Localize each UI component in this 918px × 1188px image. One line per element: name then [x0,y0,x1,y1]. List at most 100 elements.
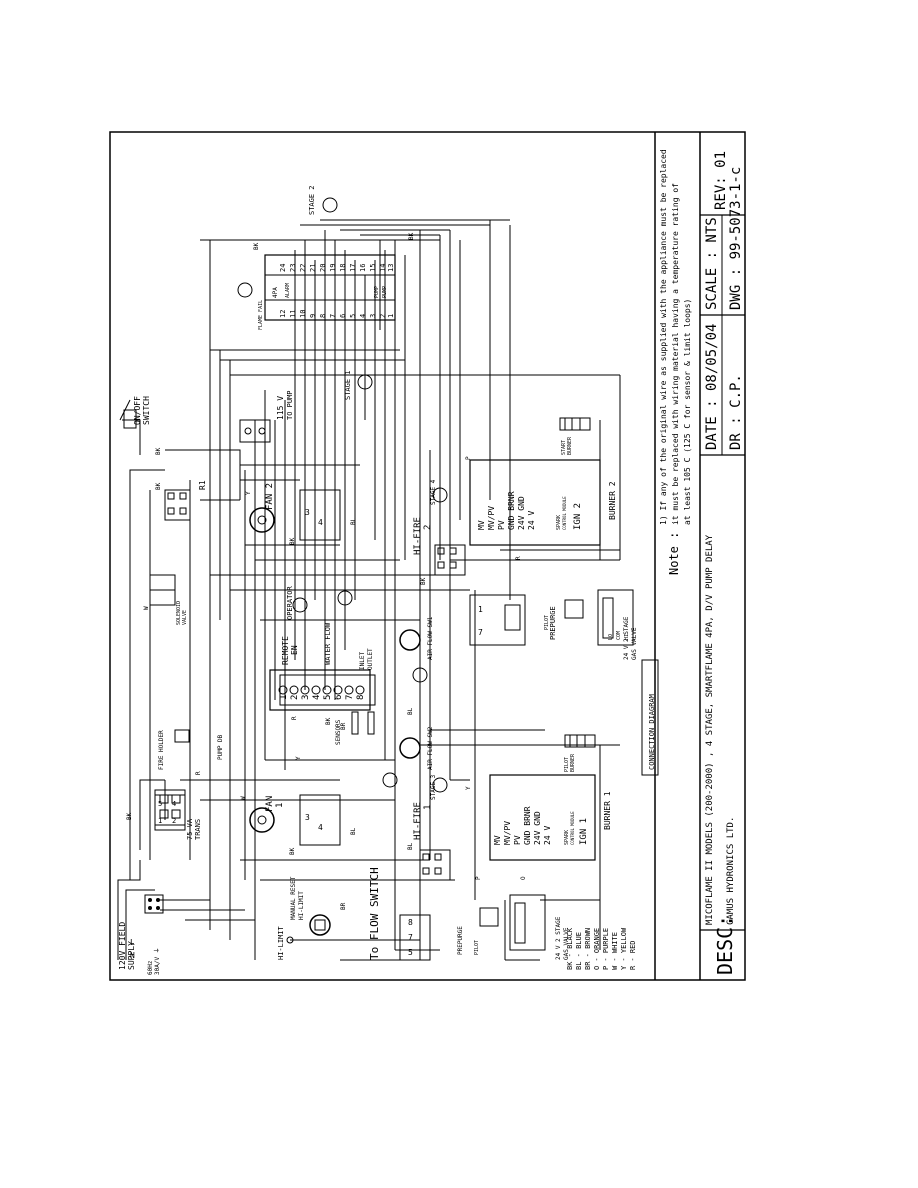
relay-r1-label: R1 [198,480,207,490]
stage-2-label: STAGE 2 [308,185,316,215]
svg-text:1: 1 [158,817,162,825]
wire-tag: BK [325,717,332,725]
board-terminal: 12 [279,310,287,318]
board-terminal: 11 [289,310,297,318]
valve-hi-label: HI [624,634,630,640]
svg-text:5: 5 [408,948,413,957]
terminal-number: 7 [345,695,355,700]
valve-lo-label: LO [608,634,614,640]
spark-label: CONTROL MODULE [570,811,575,845]
legend-item: W - WHITE [611,932,619,970]
start-burner-probe [559,417,591,431]
stage-1-sensor [357,374,373,390]
air-flow-switch-2 [399,737,421,759]
ign-terminal-label: GND BRNR [507,491,516,530]
on-off-switch-label: SWITCH [142,396,151,425]
pilot-valve-1-label: PILOT [474,940,480,955]
board-terminal: 1 [387,314,395,318]
line-label: L [130,938,135,947]
sensor-probe [337,590,353,606]
board-terminal: 3 [369,314,377,318]
connection-diagram-box [641,659,659,776]
wire-tag: BK [155,482,162,490]
fan-1 [249,807,275,833]
hi-fire-2-relay [434,544,466,576]
wire-tag: BK [253,242,260,250]
stage-3-label: STAGE 3 [430,774,437,800]
air-flow-probe-1 [412,667,428,683]
wiring [117,219,621,961]
wire-tag: Y [245,491,252,495]
ign-terminal-label: MV/PV [487,506,496,530]
spark-label: CONTROL MODULE [562,496,567,530]
stage-4-label: STAGE 4 [430,479,437,505]
spark-label: SPARK [564,830,570,845]
gas-valve-2-label: 24 V 2 STAGE [623,616,630,660]
hi-fire-2-label: HI-FIRE [413,517,423,555]
spark-label: SPARK [556,515,562,530]
wire-tag: BK [289,537,296,545]
connection-diagram-label: CONNECTION DIAGRAM [648,694,656,770]
air-flow-switch-1 [399,629,421,651]
drawing-border [109,131,746,981]
board-terminal: 4 [359,314,367,318]
gas-valve-1-label: 24 V 2 STAGE [555,916,562,960]
svg-text:7: 7 [408,933,413,942]
ign-terminal-label: PV [513,835,522,845]
transformer-label: 75 VA [186,818,194,840]
note-label: Note : [667,532,681,575]
prepurge-relay-2: 1 7 [469,594,526,646]
board-terminal: 15 [369,264,377,272]
fan-2-label: FAN 2 [265,483,275,510]
start-burner-label: START [561,440,567,455]
pilot-valve-2-label: PILOT [544,615,550,630]
color-legend: BK - BLACK BL - BLUE BR - BROWN O - ORAN… [566,927,637,970]
valve-com-label: COM [616,631,622,640]
air-flow-sw1-label: AIR FLOW SW1 [427,616,434,660]
drawn-by-field: DR : C.P. [728,374,744,450]
wire-tag: P [475,876,482,880]
transformer-label: TRANS [194,819,202,840]
wire-tag: BK [155,447,162,455]
hi-limit-switch [286,936,294,944]
gas-valve-1-label: GAS VALVE [563,927,570,960]
operator-thermostat [292,597,308,613]
wire-tag: R [195,771,202,775]
board-terminal: 23 [289,264,297,272]
pump-label: PUMP [382,286,388,298]
wire-tag: R [515,556,522,560]
wire-tag: BK [408,232,415,240]
terminal-strip-items: 1 2 3 4 5 6 7 8 [278,685,366,700]
wire-tag: Y [465,786,472,790]
terminal-number: 3 [301,695,311,700]
ign-terminal-label: MV [477,520,486,530]
legend-item: BL - BLUE [575,932,583,970]
pump-voltage-label: TO PUMP [286,390,294,420]
ign-terminal-label: 24V GND [533,811,542,845]
board-terminal: 22 [299,264,307,272]
burner-2-label: BURNER 2 [608,481,617,520]
operator-label: OPERATOR [286,585,294,620]
wire-tag: P [465,456,472,460]
fire-holder [174,729,190,743]
air-flow-probe-2 [382,772,398,788]
board-terminal: 20 [319,264,327,272]
company-name: CAMUS HYDRONICS LTD. [726,817,736,925]
gas-valve-2 [597,589,634,646]
ign-terminal-label: GND BRNR [523,806,532,845]
fan-2-relay: 3 4 [299,489,341,541]
terminal-number: 6 [334,695,344,700]
start-burner-label: BURNER [567,436,573,455]
neutral-label: N [130,951,135,960]
svg-text:2: 2 [172,817,176,825]
pilot-valve-2 [564,599,584,619]
relay-r1 [164,489,191,521]
sensor-inlet [351,711,359,735]
board-terminal: 18 [339,264,347,272]
solenoid-valve-label: VALVE [182,610,188,625]
ign-terminal-label: 24 V [543,826,552,845]
svg-text:4: 4 [318,823,323,832]
desc-label: DESC: [713,915,737,975]
board-terminal: 13 [387,264,395,272]
flame-fail-indicator [237,282,253,298]
